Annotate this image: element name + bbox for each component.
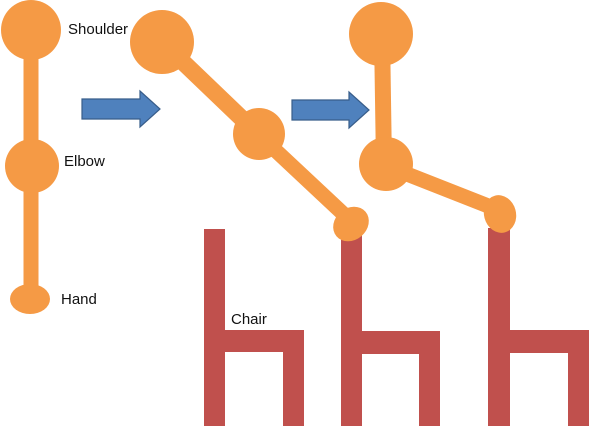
chair-2 [341, 232, 440, 426]
chair-1-back [204, 229, 225, 426]
chair-3-back [488, 228, 510, 426]
arm-3 [349, 2, 517, 233]
chair-2-front-leg [419, 331, 440, 426]
arm-3-elbow-joint [359, 137, 413, 191]
arm-2-shoulder-joint [130, 10, 194, 74]
chair-3-seat [488, 330, 589, 353]
chair-2-seat [341, 331, 440, 354]
arm-1-shoulder-joint [1, 0, 61, 60]
chair-1 [204, 229, 304, 426]
arm-3-hand [483, 195, 517, 233]
arm-1 [1, 0, 61, 314]
chair-3 [488, 228, 589, 426]
arm-1-hand [10, 284, 50, 314]
arm-3-shoulder-joint [349, 2, 413, 66]
arm-1-elbow-joint [5, 139, 59, 193]
right-arrow-icon [291, 90, 370, 130]
shoulder-label: Shoulder [68, 21, 128, 38]
elbow-label: Elbow [64, 153, 105, 170]
chair-label: Chair [231, 311, 267, 328]
chair-2-back [341, 232, 362, 426]
arm-2-hand [333, 206, 369, 242]
chair-3-front-leg [568, 330, 589, 426]
right-arrow-icon [81, 89, 161, 129]
arm-2-elbow-joint [233, 108, 285, 160]
chair-1-seat [204, 330, 304, 352]
hand-label: Hand [61, 291, 97, 308]
arm-2 [130, 10, 369, 242]
chair-1-front-leg [283, 330, 304, 426]
